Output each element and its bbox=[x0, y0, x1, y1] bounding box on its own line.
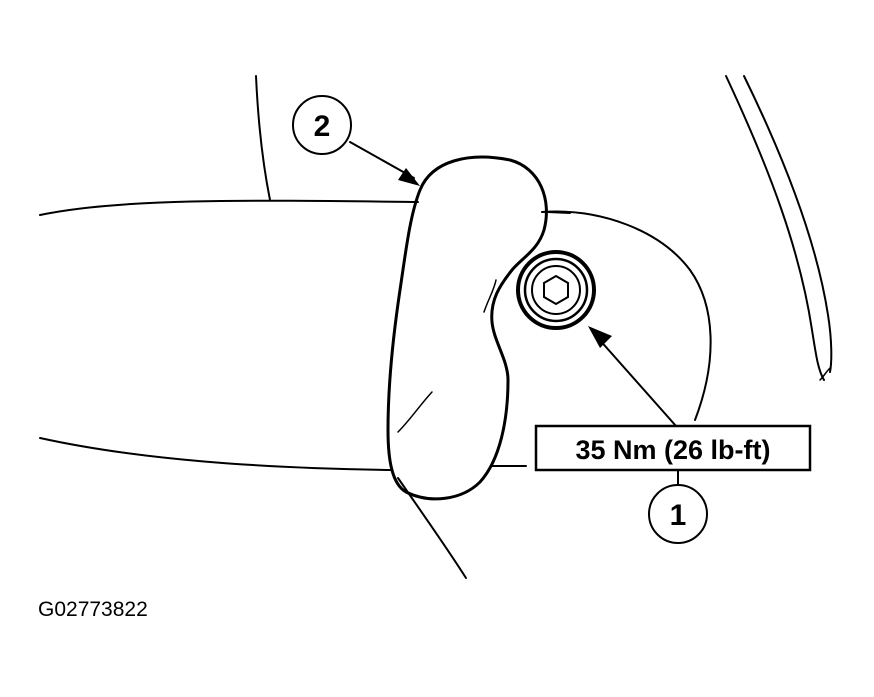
insulator bbox=[386, 155, 548, 579]
torque-leader bbox=[597, 337, 677, 427]
callout-1: 1 bbox=[648, 469, 708, 544]
body-panel-edge bbox=[725, 75, 833, 381]
figure-id: G02773822 bbox=[38, 598, 148, 621]
torque-arrowhead bbox=[588, 326, 612, 348]
mount-bracket-arc bbox=[541, 210, 712, 421]
mount-bracket-edge bbox=[547, 211, 571, 214]
callout-2-arrowhead bbox=[398, 168, 420, 186]
callout-2: 2 bbox=[292, 95, 420, 186]
torque-value: 35 Nm (26 lb-ft) bbox=[575, 435, 770, 465]
callout-2-number: 2 bbox=[314, 110, 331, 143]
callout-1-number: 1 bbox=[670, 499, 687, 532]
torque-spec: 35 Nm (26 lb-ft) bbox=[534, 424, 812, 472]
frame-rail bbox=[39, 75, 527, 471]
mount-bolt bbox=[516, 250, 596, 330]
